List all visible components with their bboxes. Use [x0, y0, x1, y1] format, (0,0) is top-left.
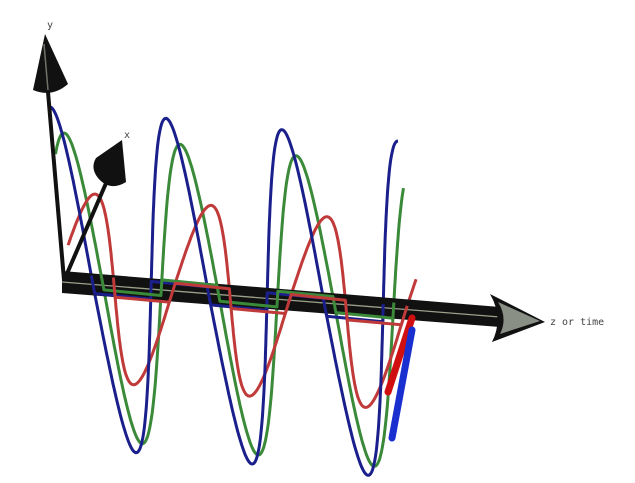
- x-axis-label: x: [124, 130, 130, 141]
- z-axis-label: z or time: [550, 317, 604, 328]
- y-axis-label: y: [47, 20, 53, 31]
